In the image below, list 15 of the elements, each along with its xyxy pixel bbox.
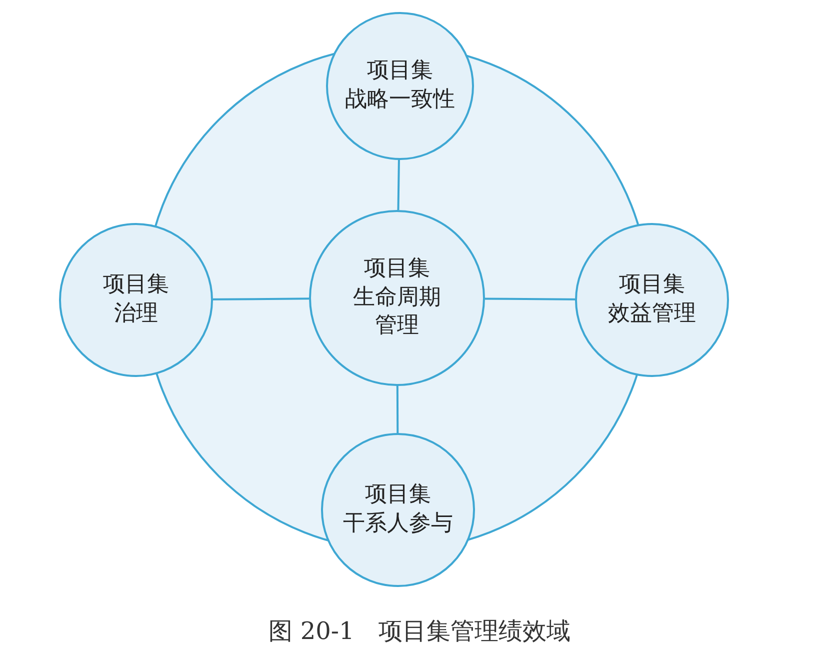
connector-line [484,298,575,300]
node-heading: 项目集 [365,481,431,510]
node-label: 战略一致性 [345,86,455,114]
connector-line [397,160,400,210]
node-label: 干系人参与 [343,510,453,538]
node-label: 生命周期管理 [352,284,442,340]
node-label: 效益管理 [608,300,696,328]
connector-line [213,298,310,300]
figure-caption: 图 20-1 项目集管理绩效域 [268,616,572,647]
node-heading: 项目集 [367,57,433,86]
node-heading: 项目集 [364,255,430,284]
node-heading: 项目集 [619,271,685,300]
node-heading: 项目集 [103,271,169,300]
node-label: 治理 [114,300,158,328]
connector-line [396,386,399,433]
